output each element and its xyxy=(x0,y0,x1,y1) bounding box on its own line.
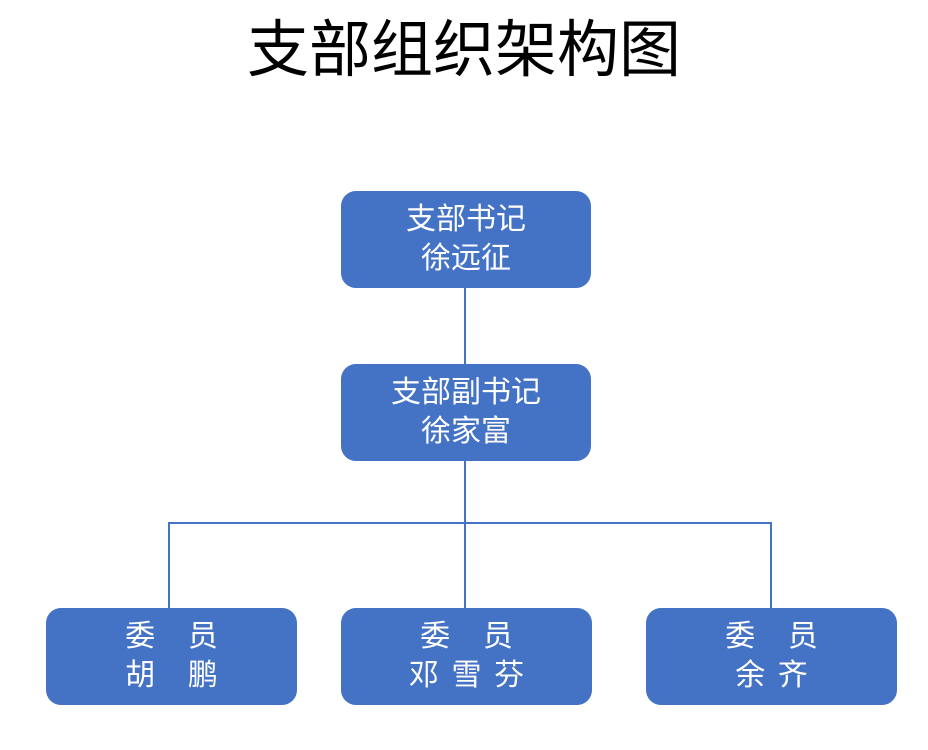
org-node-name: 胡 鹏 xyxy=(125,658,231,692)
connector-sibling-bar xyxy=(168,522,772,524)
org-node-name: 余齐 xyxy=(735,658,821,692)
org-node-role: 委 员 xyxy=(125,620,231,654)
org-node-role: 委 员 xyxy=(420,620,526,654)
org-node-name: 徐家富 xyxy=(421,414,511,448)
connector-drop-to-member-yuqi xyxy=(770,522,772,608)
org-node-deputy-secretary[interactable]: 支部副书记 徐家富 xyxy=(341,364,591,461)
org-node-role: 委 员 xyxy=(725,620,831,654)
org-node-member-hupeng[interactable]: 委 员 胡 鹏 xyxy=(46,608,297,705)
org-node-secretary[interactable]: 支部书记 徐远征 xyxy=(341,191,591,288)
org-node-role: 支部副书记 xyxy=(391,376,541,410)
org-node-member-yuqi[interactable]: 委 员 余齐 xyxy=(646,608,897,705)
page-title: 支部组织架构图 xyxy=(246,17,681,85)
connector-drop-to-member-dengxuefen xyxy=(464,522,466,608)
connector-deputy-trunk xyxy=(464,461,466,523)
org-node-role: 支部书记 xyxy=(406,203,526,237)
connector-secretary-to-deputy xyxy=(464,288,466,364)
org-node-name: 徐远征 xyxy=(421,241,511,275)
org-node-name: 邓雪芬 xyxy=(408,658,537,692)
connector-drop-to-member-hupeng xyxy=(168,522,170,608)
org-node-member-dengxuefen[interactable]: 委 员 邓雪芬 xyxy=(341,608,592,705)
